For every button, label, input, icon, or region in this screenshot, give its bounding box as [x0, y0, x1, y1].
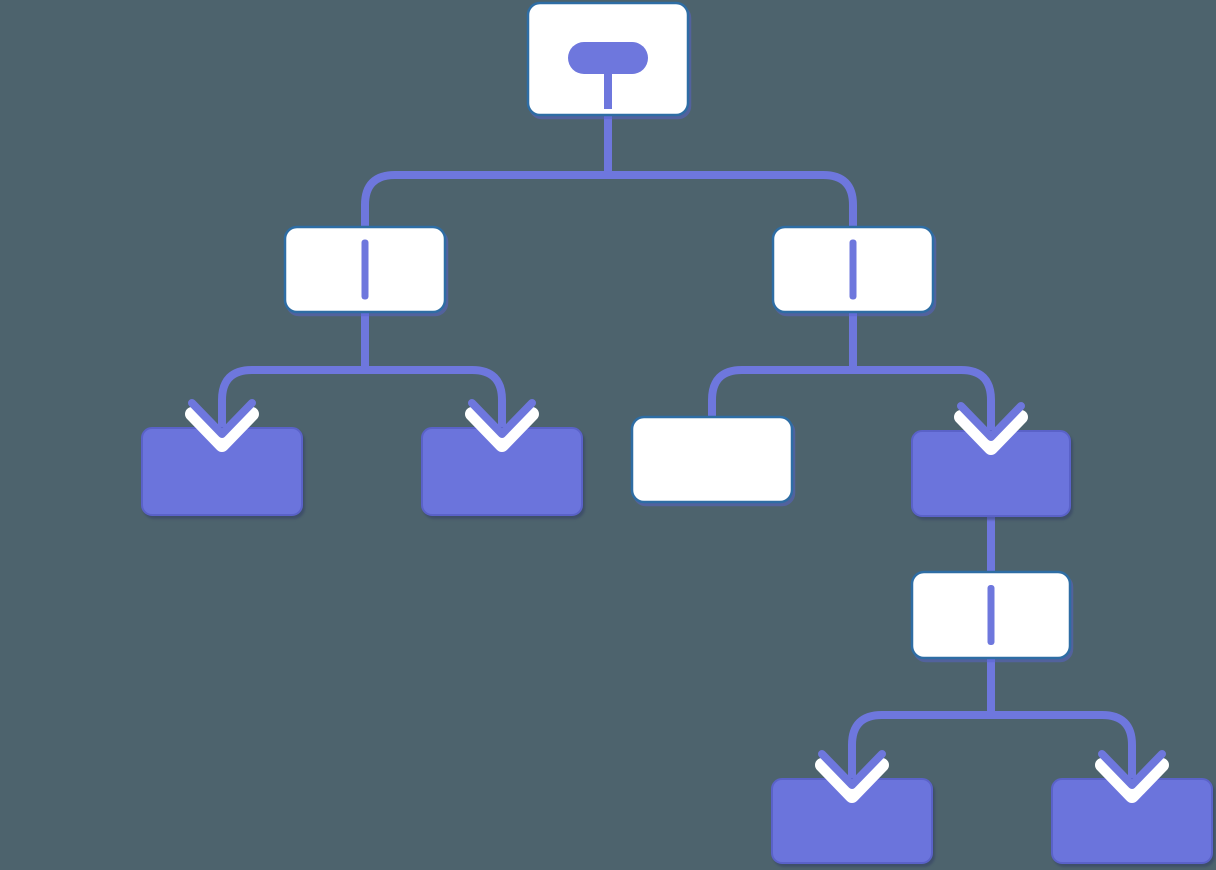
leaf-node-4-box[interactable] [771, 778, 933, 864]
root-pill-stem [604, 71, 612, 109]
connector-branch-right-leaf-3 [849, 310, 995, 439]
chevron-outline [185, 407, 259, 452]
connector-root-branch-right [604, 113, 857, 235]
cursor-bar-glyph [849, 239, 857, 300]
leaf-node-2-box[interactable] [421, 427, 583, 516]
connector-branch-left-leaf-1 [218, 310, 369, 436]
connectors-layer [218, 113, 1136, 787]
node-branch-right [771, 225, 935, 314]
cursor-bar-glyph [987, 585, 995, 645]
nodes-layer [141, 1, 1213, 864]
leaf-node-1-box[interactable] [141, 427, 303, 516]
chevron-outline [815, 758, 889, 803]
node-branch-left [283, 225, 447, 314]
node-leaf-5 [1051, 778, 1213, 864]
chevron-inner [818, 750, 886, 789]
connector-branch-bottom-leaf-5 [987, 656, 1136, 787]
chevron-outline [954, 410, 1028, 455]
plain-node-box[interactable] [630, 415, 794, 504]
chevron-arrow-icon [1095, 750, 1169, 803]
chevron-inner [188, 399, 256, 438]
chevron-arrow-icon [185, 399, 259, 452]
connector-branch-bottom-leaf-4 [848, 656, 995, 787]
node-leaf-2 [421, 427, 583, 516]
leaf-node-5-box[interactable] [1051, 778, 1213, 864]
chevron-inner [1098, 750, 1166, 789]
connector-root-branch-left [361, 113, 612, 235]
connector-branch-left-leaf-2 [361, 310, 506, 436]
leaf-node-3-box[interactable] [911, 430, 1071, 517]
node-leaf-3 [911, 430, 1071, 517]
node-plain-1 [630, 415, 794, 504]
chevron-arrow-icon [815, 750, 889, 803]
root-pill-glyph [568, 42, 648, 74]
node-root [526, 1, 690, 117]
chevron-arrow-icon [465, 399, 539, 452]
chevron-inner [468, 399, 536, 438]
connector-branch-right-plain-1 [708, 310, 857, 425]
chevron-outline [1095, 758, 1169, 803]
chevron-inner [957, 402, 1025, 441]
arrows-layer [185, 399, 1169, 803]
node-branch-bottom [910, 570, 1072, 660]
node-leaf-1 [141, 427, 303, 516]
chevron-arrow-icon [954, 402, 1028, 455]
cursor-bar-glyph [361, 239, 369, 300]
node-leaf-4 [771, 778, 933, 864]
chevron-outline [465, 407, 539, 452]
